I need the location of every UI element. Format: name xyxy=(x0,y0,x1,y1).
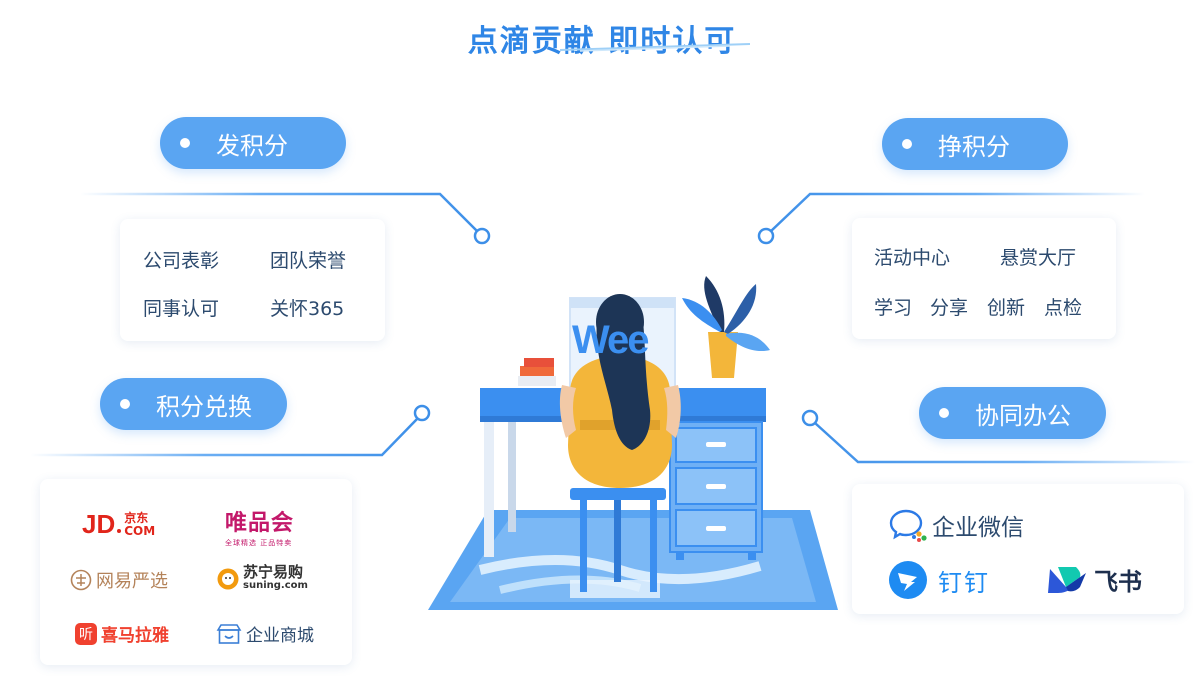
redeem-points-pill[interactable]: 积分兑换 xyxy=(100,378,287,430)
yanxuan-logo[interactable]: 网易严选 xyxy=(70,567,168,593)
ximalaya-icon: 听 xyxy=(75,622,97,645)
wework-name: 企业微信 xyxy=(932,515,1024,541)
redeem-points-label: 积分兑换 xyxy=(156,392,252,421)
issue-points-card: 公司表彰 团队荣誉 同事认可 关怀365 xyxy=(120,219,385,341)
collab-office-card: 企业微信 钉钉 飞书 xyxy=(852,484,1184,614)
earn-item: 点检 xyxy=(1044,297,1083,319)
earn-item: 创新 xyxy=(987,297,1026,319)
vip-name: 唯品会 xyxy=(225,511,295,536)
earn-points-pill[interactable]: 挣积分 xyxy=(882,118,1068,170)
vip-slogan: 全球精选 正品特卖 xyxy=(225,539,293,547)
issue-item: 团队荣誉 xyxy=(270,250,347,272)
issue-item: 关怀365 xyxy=(270,298,345,320)
feishu-name: 飞书 xyxy=(1094,568,1142,596)
ximalaya-logo[interactable]: 听 喜马拉雅 xyxy=(75,621,169,646)
yanxuan-icon xyxy=(70,569,92,591)
office-illustration xyxy=(428,276,838,610)
dingtalk-icon xyxy=(889,561,927,599)
jd-logo-mark: JD xyxy=(82,509,116,539)
feishu-icon xyxy=(1048,566,1086,593)
issue-points-label: 发积分 xyxy=(216,131,288,160)
suning-domain: suning.com xyxy=(243,580,308,591)
vip-logo[interactable]: 唯品会 全球精选 正品特卖 xyxy=(225,505,294,548)
issue-item: 公司表彰 xyxy=(143,250,220,272)
enterprise-mall-name: 企业商城 xyxy=(246,626,314,646)
jd-logo[interactable]: JD 京东 COM xyxy=(82,509,155,540)
earn-item: 学习 xyxy=(874,297,913,319)
earn-item: 悬赏大厅 xyxy=(1000,247,1077,269)
ximalaya-name: 喜马拉雅 xyxy=(101,626,169,646)
dingtalk-logo[interactable]: 钉钉 xyxy=(888,560,990,600)
yanxuan-name: 网易严选 xyxy=(96,571,168,592)
store-icon xyxy=(216,623,242,644)
bullet-dot xyxy=(180,138,190,148)
wework-logo[interactable]: 企业微信 xyxy=(888,508,1024,542)
earn-points-card: 活动中心 悬赏大厅 学习 分享 创新 点检 xyxy=(852,218,1116,339)
page-title: 点滴贡献 即时认可 xyxy=(467,24,737,59)
suning-name: 苏宁易购 xyxy=(243,563,304,581)
title-decoration xyxy=(560,43,750,52)
wework-icon xyxy=(889,509,927,542)
collab-office-label: 协同办公 xyxy=(975,401,1071,430)
dingtalk-name: 钉钉 xyxy=(938,568,990,597)
earn-item: 分享 xyxy=(930,297,969,319)
suning-logo[interactable]: 苏宁易购 suning.com xyxy=(216,565,308,593)
issue-points-pill[interactable]: 发积分 xyxy=(160,117,346,169)
jd-com: COM xyxy=(124,523,156,538)
earn-points-label: 挣积分 xyxy=(938,132,1010,161)
redeem-points-card: JD 京东 COM 唯品会 全球精选 正品特卖 网易严选 苏宁易购 suning… xyxy=(40,479,352,665)
plant-pot xyxy=(708,332,738,378)
bullet-dot xyxy=(939,408,949,418)
feishu-logo[interactable]: 飞书 xyxy=(1046,562,1142,597)
monitor-brand-text: Wee xyxy=(572,318,650,362)
jd-cn-name: 京东 xyxy=(124,510,149,525)
collab-office-pill[interactable]: 协同办公 xyxy=(919,387,1106,439)
bullet-dot xyxy=(120,399,130,409)
earn-item: 活动中心 xyxy=(874,247,951,269)
bullet-dot xyxy=(902,139,912,149)
suning-lion-icon xyxy=(217,568,239,590)
issue-item: 同事认可 xyxy=(143,298,220,320)
enterprise-mall-logo[interactable]: 企业商城 xyxy=(216,621,314,646)
jd-dot xyxy=(117,528,122,533)
